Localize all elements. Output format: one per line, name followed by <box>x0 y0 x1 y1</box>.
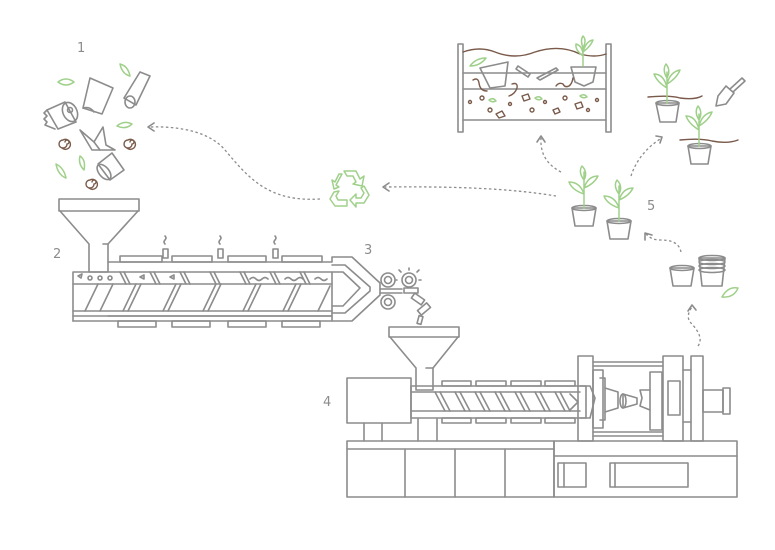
composting-group <box>457 35 612 133</box>
cup-icon <box>619 393 638 409</box>
paper-cup-icon <box>96 152 125 181</box>
step-label-4: 4 <box>323 395 331 410</box>
arrow-machine-to-stack <box>687 304 701 347</box>
plant-pot-icon <box>568 165 599 227</box>
roller-icon <box>380 272 396 310</box>
cutter-icon <box>394 267 422 288</box>
arrow-recycle-to-materials <box>147 122 321 200</box>
arrow-stack-to-pots <box>644 232 682 253</box>
planted-pot-icon <box>653 63 681 123</box>
recycle-icon <box>329 170 370 208</box>
spiral-icon <box>58 138 137 191</box>
screw-barrel-icon <box>410 380 596 424</box>
step-label-5: 5 <box>647 199 655 214</box>
step-label-3: 3 <box>364 243 372 258</box>
arrow-pots-to-compost <box>536 135 562 173</box>
rolled-paper-icon <box>123 71 151 109</box>
step-label-1: 1 <box>77 41 85 56</box>
leaf-icon <box>55 63 133 179</box>
soil-layer-icon <box>462 47 607 57</box>
step-label-2: 2 <box>53 247 61 262</box>
soil-particles <box>467 93 600 119</box>
arrow-pots-to-planting <box>630 135 663 177</box>
hopper-icon <box>388 326 460 391</box>
pelletizer-group <box>379 267 432 326</box>
plant-pot-icon <box>603 179 634 240</box>
stacked-pots-icon <box>669 254 739 298</box>
trowel-icon <box>715 77 746 107</box>
arrow-pots-to-recycle <box>382 182 557 197</box>
control-box <box>346 377 412 424</box>
screw-barrel-icon <box>72 235 381 328</box>
injection-molding-group <box>346 326 738 498</box>
mold-icon <box>577 355 731 442</box>
hopper-icon <box>58 198 140 273</box>
pellet-icon <box>410 292 432 326</box>
leaf-icon <box>721 286 739 298</box>
paper-boat-icon <box>79 126 116 151</box>
extruder-group <box>58 198 381 328</box>
planting-group <box>647 63 746 165</box>
seedling-pots-group <box>568 165 739 298</box>
pot-icon <box>479 61 509 89</box>
worm-icon <box>472 77 574 97</box>
planted-pot-icon <box>685 105 713 165</box>
raw-materials-group <box>43 63 151 191</box>
machine-base <box>346 440 738 498</box>
toilet-roll-icon <box>43 101 79 130</box>
paper-sheet-icon <box>82 77 114 115</box>
